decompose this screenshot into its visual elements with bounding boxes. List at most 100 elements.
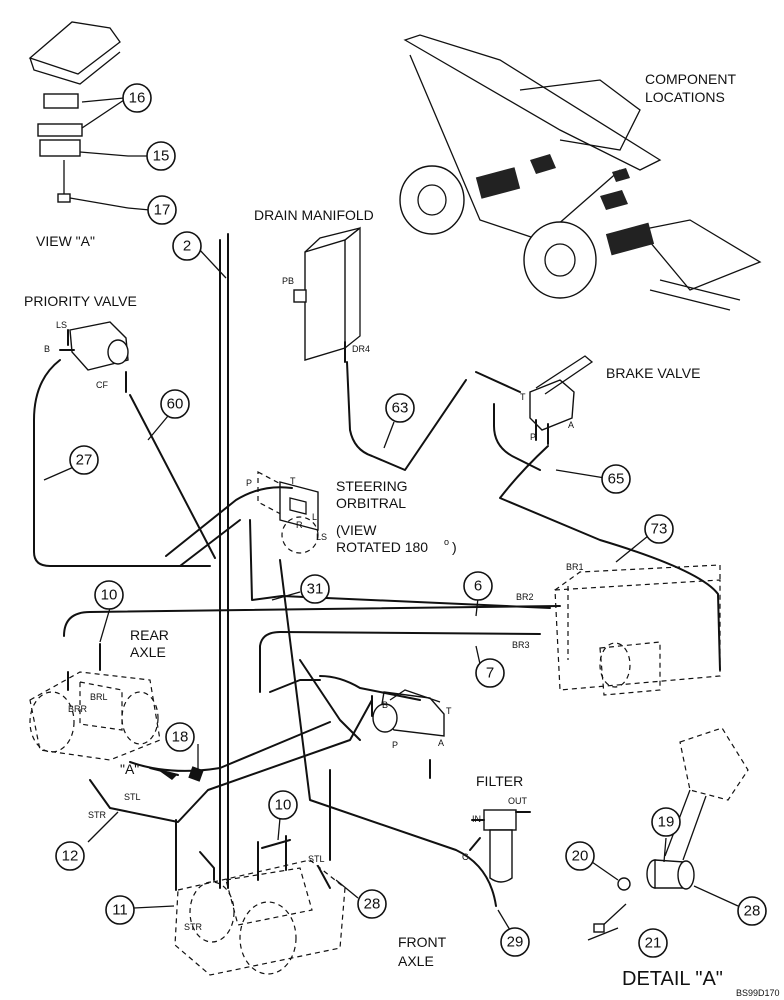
rear-axle: [29, 643, 161, 761]
callout-11: 11: [105, 895, 135, 925]
svg-text:31: 31: [307, 581, 324, 598]
steering-orbitral: [257, 471, 319, 554]
svg-text:21: 21: [645, 935, 662, 952]
view-rotated-label-1: (VIEW: [336, 522, 377, 538]
svg-text:65: 65: [608, 471, 625, 488]
svg-text:19: 19: [658, 814, 675, 831]
port-l-so: L: [312, 512, 317, 522]
svg-text:15: 15: [153, 148, 170, 165]
callout-65: 65: [601, 464, 631, 494]
svg-text:60: 60: [167, 396, 184, 413]
port-stl: STL: [124, 792, 141, 802]
port-c: C: [462, 852, 469, 862]
port-p-cv: P: [392, 740, 398, 750]
callout-6: 6: [463, 571, 493, 601]
priority-valve: [59, 321, 129, 393]
callout-7: 7: [475, 658, 505, 688]
front-axle-label-1: FRONT: [398, 934, 447, 950]
detail-a-assembly: [593, 727, 749, 933]
svg-text:2: 2: [183, 238, 191, 255]
svg-text:17: 17: [154, 202, 171, 219]
detail-a-label: DETAIL "A": [622, 968, 723, 990]
callout-2: 2: [172, 231, 202, 261]
callout-28-detail: 28: [737, 896, 767, 926]
a-marker-label: "A": [120, 761, 139, 777]
callout-73: 73: [644, 514, 674, 544]
port-br1: BR1: [566, 562, 584, 572]
port-a-cv: A: [438, 738, 444, 748]
machine-front-wheel: [523, 221, 597, 299]
port-b-pv: B: [44, 344, 50, 354]
rear-axle-label-1: REAR: [130, 627, 169, 643]
callout-17: 17: [147, 195, 177, 225]
port-p-bv: P: [530, 432, 536, 442]
svg-text:27: 27: [76, 452, 93, 469]
machine-rear-wheel: [399, 165, 465, 235]
callout-10-front: 10: [268, 790, 298, 820]
callout-28-front: 28: [357, 889, 387, 919]
port-t-so: T: [290, 476, 296, 486]
callout-10-rear: 10: [94, 580, 124, 610]
port-str-front: STR: [184, 922, 203, 932]
port-brl: BRL: [90, 692, 108, 702]
view-rotated-label-2: ROTATED 180: [336, 539, 428, 555]
port-cf: CF: [96, 380, 108, 390]
port-a-bv: A: [568, 420, 574, 430]
port-pb: PB: [282, 276, 294, 286]
control-valve: [371, 689, 445, 737]
port-br2: BR2: [516, 592, 534, 602]
svg-text:11: 11: [112, 902, 128, 919]
port-br3: BR3: [512, 640, 530, 650]
port-dr4: DR4: [352, 344, 370, 354]
callout-21: 21: [638, 928, 668, 958]
port-str: STR: [88, 810, 107, 820]
rear-axle-label-2: AXLE: [130, 644, 166, 660]
svg-text:18: 18: [172, 729, 189, 746]
callout-15: 15: [146, 141, 176, 171]
svg-text:28: 28: [744, 903, 761, 920]
brake-valve: [529, 355, 594, 445]
port-out: OUT: [508, 796, 528, 806]
svg-text:16: 16: [129, 90, 146, 107]
drawing-code: BS99D170: [736, 988, 780, 998]
front-axle-label-2: AXLE: [398, 953, 434, 969]
callout-60: 60: [160, 389, 190, 419]
svg-text:12: 12: [62, 848, 79, 865]
view-a-label: VIEW "A": [36, 233, 95, 249]
port-stl-front: STL: [308, 854, 325, 864]
svg-text:10: 10: [101, 587, 118, 604]
callout-20: 20: [565, 841, 595, 871]
drain-manifold-label: DRAIN MANIFOLD: [254, 207, 374, 223]
port-in: IN: [472, 814, 481, 824]
port-ls-so: LS: [316, 532, 327, 542]
priority-valve-label: PRIORITY VALVE: [24, 293, 137, 309]
view-rotated-degree: o: [444, 537, 449, 547]
callout-19: 19: [651, 807, 681, 837]
callout-27: 27: [69, 445, 99, 475]
drain-manifold: [293, 226, 361, 363]
port-p-so: P: [246, 478, 252, 488]
port-t-bv: T: [520, 392, 526, 402]
component-locations-label-2: LOCATIONS: [645, 89, 725, 105]
brake-unit-br-ports: [554, 564, 721, 696]
svg-text:73: 73: [651, 521, 668, 538]
machine-illustration: [399, 34, 762, 311]
hose-lines: [33, 233, 721, 907]
svg-text:28: 28: [364, 896, 381, 913]
view-a-assembly: [28, 21, 129, 209]
port-b-cv: B: [382, 700, 388, 710]
brake-valve-label: BRAKE VALVE: [606, 365, 700, 381]
steering-label-2: ORBITRAL: [336, 495, 406, 511]
port-r-so: R: [296, 520, 303, 530]
callout-31: 31: [300, 574, 330, 604]
filter: [469, 809, 531, 883]
port-brr: BRR: [68, 704, 88, 714]
svg-text:29: 29: [507, 934, 524, 951]
callout-16: 16: [122, 83, 152, 113]
callout-18: 18: [165, 722, 195, 752]
